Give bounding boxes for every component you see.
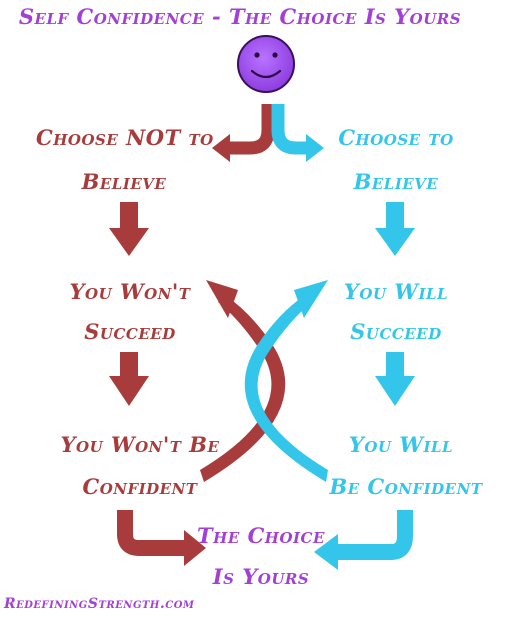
left-succeed-line2: Succeed xyxy=(84,319,176,344)
left-confident-line2: Confident xyxy=(82,474,198,499)
outcome-line2: Is Yours xyxy=(212,564,310,589)
bottom-arrow-right-icon xyxy=(314,510,413,570)
left-choose-line1: Choose NOT to xyxy=(36,125,214,150)
footer-site-url: RedefiningStrength.com xyxy=(4,596,195,612)
right-choose-line2: Believe xyxy=(353,169,439,194)
right-succeed-line2: Succeed xyxy=(350,319,442,344)
split-arrow-right-icon xyxy=(271,104,324,162)
down-arrow-left-1-icon xyxy=(109,202,149,256)
curved-arrow-cyan-up-icon xyxy=(244,280,328,482)
right-choose-line1: Choose to xyxy=(338,125,454,150)
split-arrow-left-icon xyxy=(212,104,275,162)
right-confident-line1: You Will xyxy=(348,432,454,457)
down-arrow-right-1-icon xyxy=(375,202,415,256)
right-succeed-line1: You Will xyxy=(343,279,449,304)
outcome-line1: The Choice xyxy=(197,523,325,548)
left-choose-line2: Believe xyxy=(81,169,167,194)
diagram-title: Self Confidence - The Choice Is Yours xyxy=(18,4,462,29)
smiley-face-icon xyxy=(237,35,295,93)
right-confident-line2: Be Confident xyxy=(329,474,483,499)
left-confident-line1: You Won't Be xyxy=(60,432,220,457)
down-arrow-right-2-icon xyxy=(375,352,415,406)
bottom-arrow-left-icon xyxy=(117,510,206,566)
down-arrow-left-2-icon xyxy=(109,352,149,406)
left-succeed-line1: You Won't xyxy=(69,279,191,304)
